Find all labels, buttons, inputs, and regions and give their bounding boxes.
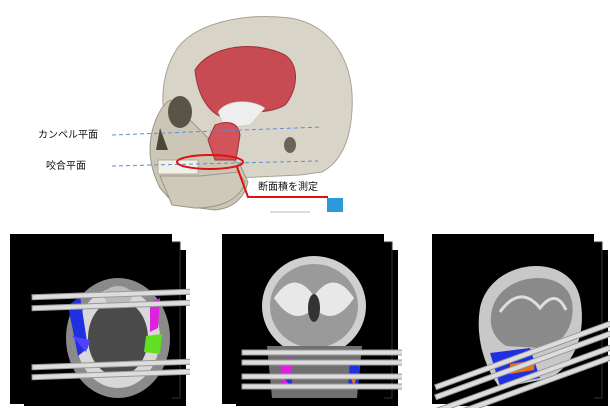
mri-sagittal-group	[430, 228, 610, 408]
sagittal-mri-slice-stack-icon	[430, 228, 610, 408]
measure-label: 断面積を測定	[258, 178, 318, 193]
camper-plane-label: カンペル平面	[38, 126, 98, 141]
badge-logo-icon	[327, 198, 343, 212]
axial-mri-slice-stack-icon	[10, 228, 190, 408]
skull-illustration-figure: カンペル平面 咬合平面 断面積を測定	[0, 0, 610, 225]
coronal-mri-slice-stack-icon	[222, 228, 402, 408]
occlusal-plane-label: 咬合平面	[46, 157, 86, 172]
ear-opening-shape	[284, 137, 296, 153]
orbit-shape	[168, 96, 192, 128]
mri-coronal-group	[222, 228, 402, 408]
mri-axial-group	[10, 228, 190, 408]
